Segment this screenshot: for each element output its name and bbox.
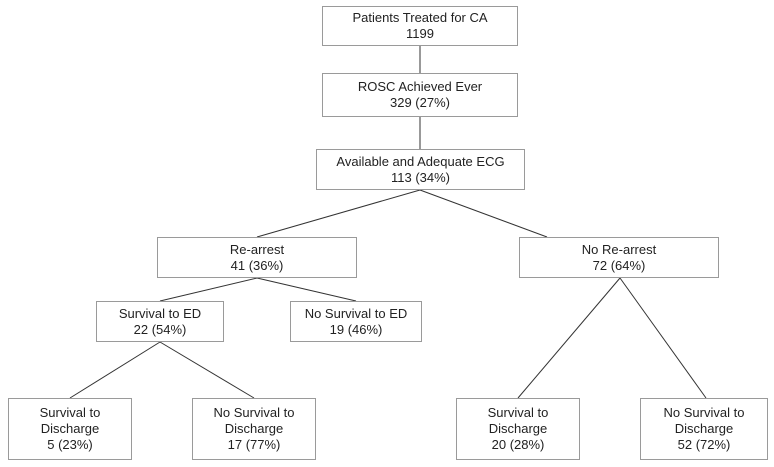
- edge-survivaled-survdc: [69, 341, 161, 399]
- node-label: ROSC Achieved Ever: [357, 79, 483, 94]
- node-no-survival-to-ed: No Survival to ED 19 (46%): [290, 301, 422, 342]
- node-label: Re-arrest: [229, 241, 285, 257]
- node-label: Patients Treated for CA: [352, 10, 488, 25]
- node-re-arrest: Re-arrest 41 (36%): [157, 237, 357, 278]
- node-norearrest-survival-to-discharge: Survival to Discharge 20 (28%): [456, 398, 580, 460]
- node-label: No Re-arrest: [581, 241, 657, 257]
- edge-ecg-rearrest: [256, 189, 421, 238]
- node-value: 72 (64%): [592, 257, 646, 273]
- node-label: No Survival to ED: [304, 305, 408, 321]
- edge-norearrest-nosurvdc: [619, 277, 707, 399]
- edge-ecg-norearrest: [419, 189, 548, 238]
- node-label-line1: No Survival to: [663, 405, 745, 420]
- node-no-re-arrest: No Re-arrest 72 (64%): [519, 237, 719, 278]
- node-value: 5 (23%): [47, 437, 93, 452]
- node-value: 19 (46%): [329, 321, 383, 337]
- node-label: Survival to ED: [118, 305, 202, 321]
- node-label-line1: Survival to: [39, 405, 101, 420]
- node-value: 113 (34%): [390, 169, 450, 185]
- node-label: Available and Adequate ECG: [336, 153, 505, 169]
- edge-rearrest-nosurvivaled: [256, 277, 357, 302]
- node-label-line1: Survival to: [487, 405, 549, 420]
- node-rearrest-survival-to-discharge: Survival to Discharge 5 (23%): [8, 398, 132, 460]
- node-available-ecg: Available and Adequate ECG 113 (34%): [316, 149, 525, 190]
- node-value: 1199: [406, 26, 434, 41]
- edge-survivaled-nosurvdc: [159, 341, 255, 399]
- node-value: 17 (77%): [227, 437, 281, 452]
- node-survival-to-ed: Survival to ED 22 (54%): [96, 301, 224, 342]
- node-label-line1: No Survival to: [213, 405, 295, 420]
- node-value: 41 (36%): [230, 257, 284, 273]
- node-rosc-achieved: ROSC Achieved Ever 329 (27%): [322, 73, 518, 117]
- node-patients-treated: Patients Treated for CA 1199: [322, 6, 518, 46]
- node-norearrest-no-survival-to-discharge: No Survival to Discharge 52 (72%): [640, 398, 768, 460]
- node-value: 329 (27%): [390, 95, 450, 110]
- node-value: 22 (54%): [133, 321, 187, 337]
- node-label-line2: Discharge: [224, 421, 284, 436]
- edge-rearrest-survivaled: [159, 277, 258, 302]
- node-rearrest-no-survival-to-discharge: No Survival to Discharge 17 (77%): [192, 398, 316, 460]
- node-value: 52 (72%): [677, 437, 731, 452]
- node-value: 20 (28%): [491, 437, 545, 452]
- node-label-line2: Discharge: [674, 421, 734, 436]
- edge-norearrest-survdc: [517, 277, 621, 399]
- node-label-line2: Discharge: [40, 421, 100, 436]
- node-label-line2: Discharge: [488, 421, 548, 436]
